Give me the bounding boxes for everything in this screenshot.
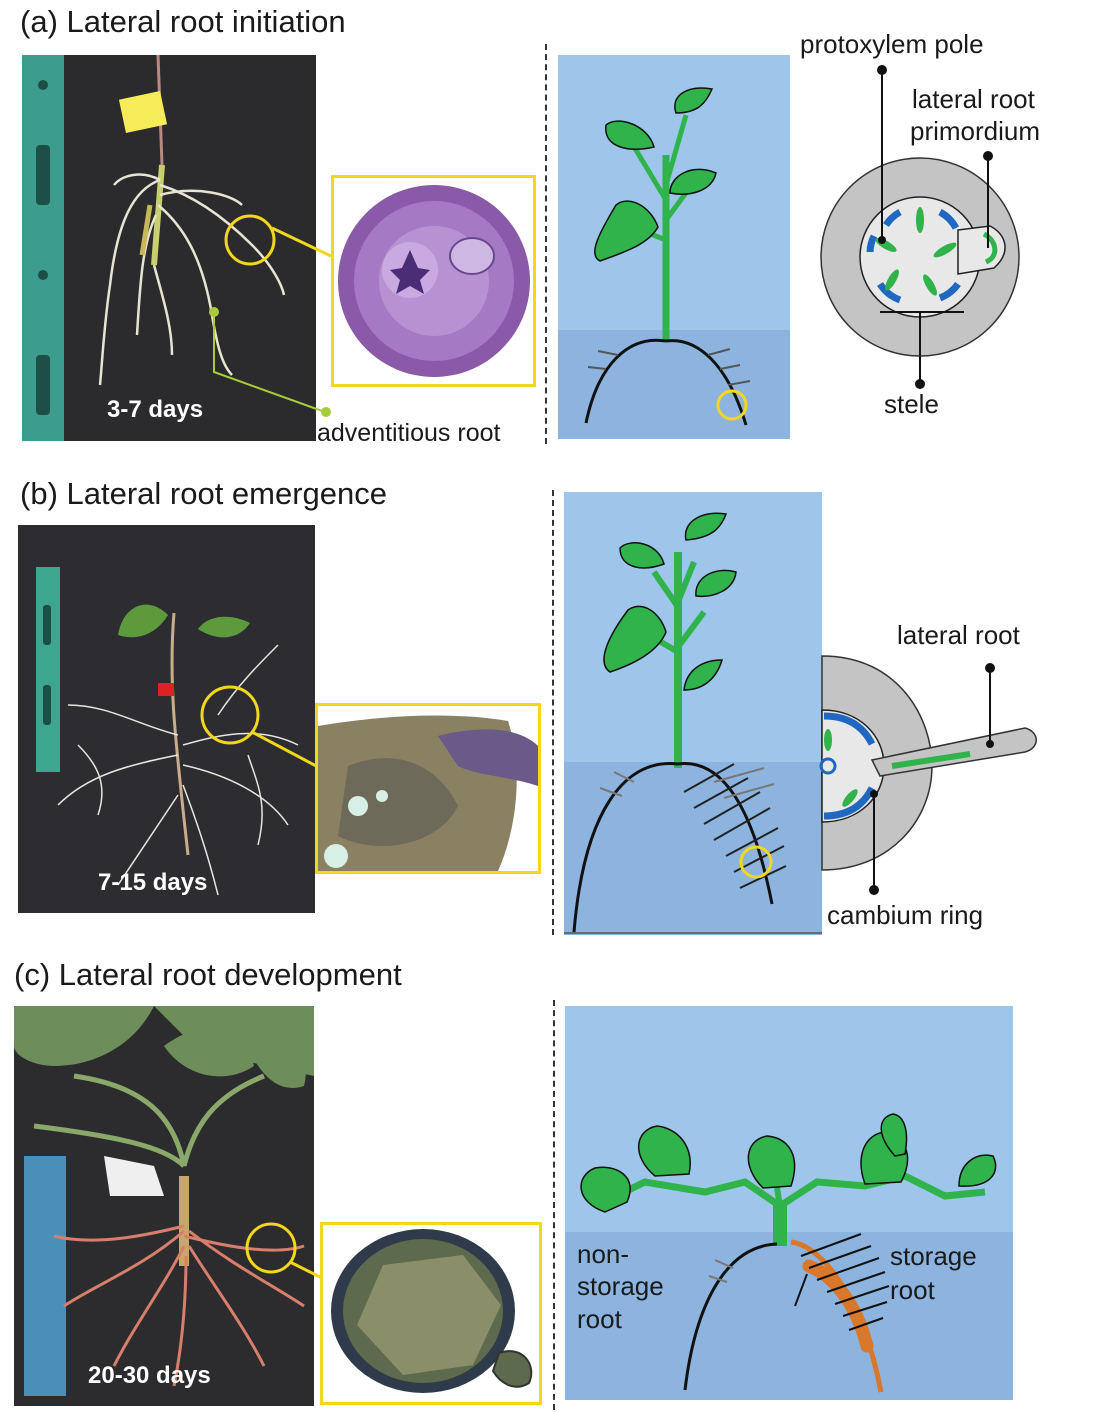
panel-c-title: (c) Lateral root development	[14, 957, 402, 992]
panel-c-photo-callouts	[245, 1222, 323, 1280]
panel-a-photo-callouts	[209, 214, 336, 417]
stele-label: stele	[884, 389, 939, 419]
panel-c-vine	[580, 1113, 997, 1246]
panel-a-photo	[22, 55, 316, 441]
panel-c-days-label: 20-30 days	[88, 1362, 211, 1389]
panel-a-title: (a) Lateral root initiation	[20, 4, 346, 39]
non-storage-root-label-2: storage	[577, 1271, 664, 1301]
panel-c-plant-scene	[565, 1006, 1013, 1400]
lateral-root-primordium-label-1: lateral root	[912, 84, 1035, 114]
storage-root-label-1: storage	[890, 1241, 977, 1271]
panel-b-title: (b) Lateral root emergence	[20, 476, 388, 511]
protoxylem-pole-label: protoxylem pole	[800, 29, 984, 59]
panel-b-photo-callouts	[200, 685, 321, 770]
panel-b-micrograph	[315, 703, 541, 874]
panel-b-plant-scene	[564, 492, 822, 935]
panel-b-divider	[552, 490, 554, 935]
panel-a-highlight-circle	[224, 214, 276, 266]
panel-a-days-label: 3-7 days	[107, 396, 204, 423]
panel-c-highlight-circle	[245, 1222, 297, 1274]
non-storage-root-label-3: root	[577, 1304, 622, 1334]
lateral-root-label: lateral root	[897, 620, 1020, 650]
panel-a-cross-section	[820, 65, 1020, 389]
panel-a-scene-highlight	[716, 389, 748, 421]
adventitious-root-label: adventitious root	[317, 419, 501, 447]
panel-a-micrograph	[331, 175, 536, 387]
panel-a-divider	[545, 44, 547, 444]
panel-c-micrograph	[320, 1222, 542, 1405]
panel-b-days-label: 7-15 days	[98, 869, 208, 896]
non-storage-root-label-1: non-	[577, 1239, 630, 1269]
lateral-root-primordium-label-2: primordium	[910, 116, 1041, 146]
panel-b-cross-section	[819, 655, 1037, 895]
panel-b-scene-highlight	[739, 845, 773, 879]
cambium-ring-label: cambium ring	[827, 900, 984, 930]
panel-b-photo	[18, 525, 315, 913]
panel-a-plant-scene	[558, 55, 790, 439]
panel-c-photo	[14, 1006, 314, 1406]
panel-b-highlight-circle	[200, 685, 260, 745]
panel-c-divider	[553, 1000, 555, 1410]
panel-b-seedling	[603, 512, 737, 768]
storage-root-label-2: root	[890, 1275, 935, 1305]
panel-a-seedling	[594, 87, 717, 341]
